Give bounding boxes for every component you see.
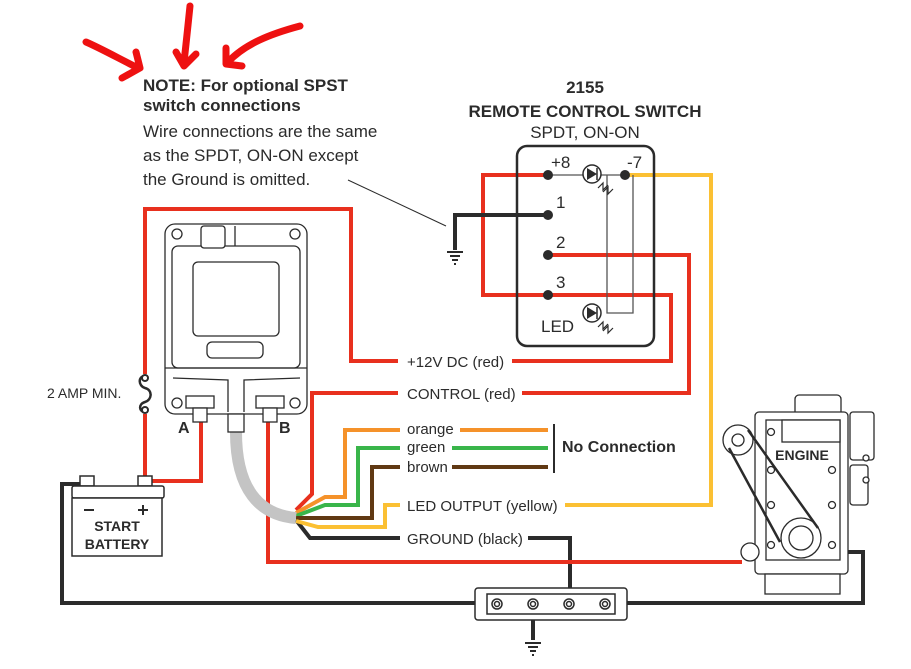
led-icon-top — [582, 164, 614, 196]
wire-battery-ground — [60, 482, 490, 605]
ground-symbol-switch — [447, 251, 463, 265]
led-icon-bottom — [582, 303, 614, 335]
wire-orange — [295, 428, 548, 515]
label-plus8: +8 — [551, 153, 570, 172]
terminal-2 — [543, 250, 553, 260]
terminal-1 — [543, 210, 553, 220]
wire-brown — [296, 465, 548, 520]
fuse-label: 2 AMP MIN. — [47, 385, 121, 401]
label-led: LED — [541, 317, 574, 336]
label-minus7: -7 — [627, 153, 642, 172]
no-connection-label: No Connection — [562, 439, 676, 456]
terminal-plus8 — [543, 170, 553, 180]
wire-led-yellow — [295, 173, 713, 529]
switch-subtitle: SPDT, ON-ON — [530, 123, 640, 142]
note-heading-line2: switch connections — [143, 96, 301, 115]
label-brown: brown — [407, 459, 448, 476]
switch-title: REMOTE CONTROL SWITCH — [469, 102, 702, 121]
relay-cable — [230, 431, 297, 524]
wire-engine-ground — [610, 550, 865, 605]
label-control: CONTROL (red) — [407, 386, 516, 403]
note-body-line1: Wire connections are the same — [143, 122, 377, 141]
engine-label: ENGINE — [775, 447, 829, 463]
start-battery — [71, 475, 165, 557]
battery-label-line1: START — [94, 518, 140, 534]
wire-control-red — [294, 253, 691, 512]
arrow-left — [82, 38, 144, 82]
label-green: green — [407, 439, 445, 456]
arrow-middle — [172, 2, 200, 70]
wire-terminal-a — [148, 420, 203, 483]
note-heading-line1: NOTE: For optional SPST — [143, 76, 349, 95]
switch-model: 2155 — [566, 78, 604, 97]
terminal-minus7 — [620, 170, 630, 180]
label-orange: orange — [407, 421, 454, 438]
terminal-3 — [543, 290, 553, 300]
relay-terminal-a-label: A — [178, 420, 190, 437]
remote-control-switch[interactable]: +8 -7 1 2 3 LED — [515, 144, 656, 348]
label-ground: GROUND (black) — [407, 531, 523, 548]
ground-symbol-busbar — [525, 642, 541, 656]
wire-ground-black — [294, 518, 572, 603]
note-body-line2: as the SPDT, ON-ON except — [143, 146, 359, 165]
wire-switch-ground — [453, 213, 548, 250]
battery-label-line2: BATTERY — [85, 536, 150, 552]
wire-terminal-b — [266, 420, 742, 564]
label-led-output: LED OUTPUT (yellow) — [407, 498, 558, 515]
engine — [722, 394, 875, 595]
fuse-icon — [138, 374, 152, 414]
label-terminal-1: 1 — [556, 193, 565, 212]
label-terminal-3: 3 — [556, 273, 565, 292]
note-body-line3: the Ground is omitted. — [143, 170, 310, 189]
arrow-right — [222, 22, 304, 70]
wire-green — [295, 446, 548, 518]
label-terminal-2: 2 — [556, 233, 565, 252]
annotation-arrows — [82, 2, 304, 82]
relay-terminal-b-label: B — [279, 420, 291, 437]
relay-module — [164, 223, 308, 433]
ground-bus-bar — [474, 587, 628, 621]
note-pointer-line — [347, 179, 447, 227]
label-v12: +12V DC (red) — [407, 354, 504, 371]
